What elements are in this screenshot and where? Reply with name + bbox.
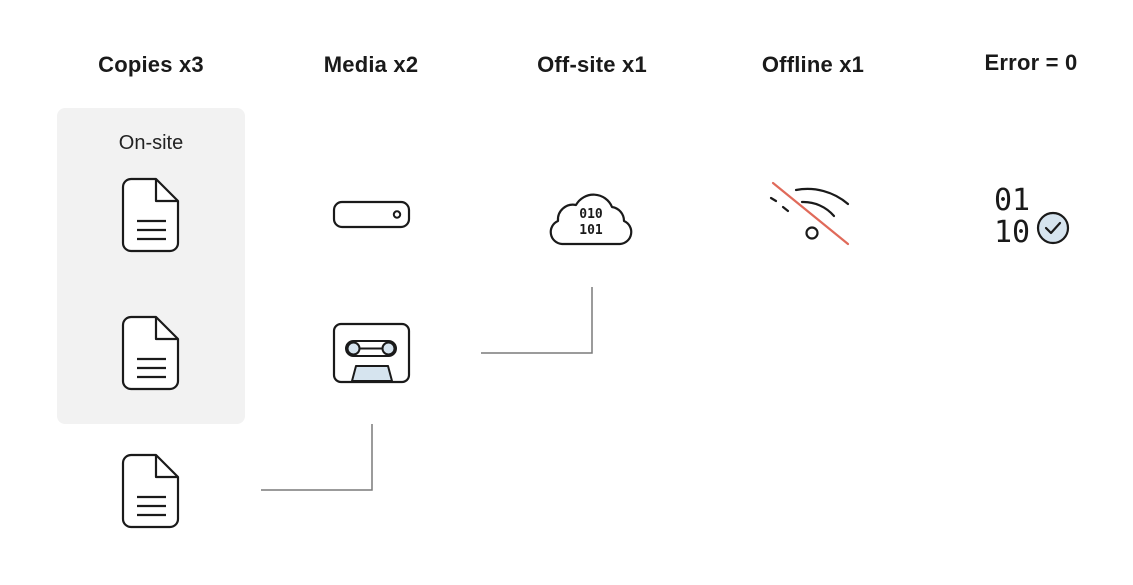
no-wifi-icon — [769, 181, 850, 246]
onsite-label: On-site — [118, 132, 184, 154]
svg-text:010: 010 — [579, 207, 603, 222]
column-title-error: Error = 0 — [984, 50, 1078, 75]
document-icon — [121, 315, 180, 391]
binary-check-icon: 01 10 — [994, 183, 1070, 250]
binary-line-2: 10 — [994, 215, 1030, 250]
document-icon — [121, 177, 180, 253]
cloud-binary-icon: 010 101 — [549, 193, 633, 246]
svg-text:101: 101 — [579, 223, 603, 238]
document-icon — [121, 453, 180, 529]
column-title-media: Media x2 — [323, 52, 419, 77]
binary-line-1: 01 — [994, 183, 1030, 218]
connector-tape-to-cloud — [481, 287, 593, 354]
connector-file-to-tape — [261, 424, 373, 491]
column-title-offline: Offline x1 — [761, 52, 865, 77]
column-title-offsite: Off-site x1 — [537, 52, 647, 77]
tape-cassette-icon — [332, 322, 411, 384]
column-title-copies: Copies x3 — [98, 52, 204, 77]
hard-drive-icon — [332, 200, 411, 229]
